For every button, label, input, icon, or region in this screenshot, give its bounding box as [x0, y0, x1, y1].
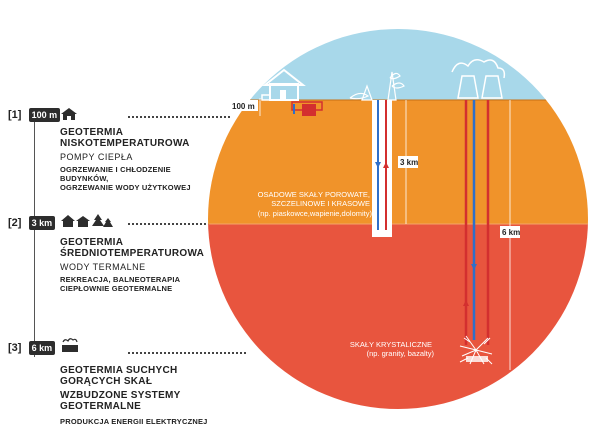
level-3-marker: [3] 6 km: [8, 341, 56, 355]
level-1-text: GEOTERMIA NISKOTEMPERATUROWA POMPY CIEPŁ…: [60, 127, 191, 192]
level-3-text: GEOTERMIA SUCHYCH GORĄCYCH SKAŁ WZBUDZON…: [60, 365, 208, 426]
level-3-number: [3]: [8, 342, 22, 354]
level-2-subtitle: WODY TERMALNE: [60, 262, 146, 272]
crystalline-layer: [208, 224, 588, 409]
sediment-label-2: SZCZELINOWE I KRASOWE: [271, 199, 370, 208]
level-1-depth-badge: 100 m: [28, 108, 61, 122]
level-3-depth-badge: 6 km: [28, 341, 56, 355]
crystalline-label-2: (np. granity, bazalty): [367, 349, 435, 358]
level-2-description: REKREACJA, BALNEOTERAPIA CIEPŁOWNIE GEOT…: [60, 275, 181, 293]
sediment-label-1: OSADOWE SKAŁY POROWATE,: [258, 190, 370, 199]
label-3km: 3 km: [400, 158, 418, 167]
crystalline-label-1: SKAŁY KRYSTALICZNE: [350, 340, 432, 349]
level-1-description: OGRZEWANIE I CHŁODZENIE BUDYNKÓW, OGRZEW…: [60, 165, 191, 192]
level-1-subtitle: POMPY CIEPŁA: [60, 152, 133, 162]
label-100m: 100 m: [232, 102, 255, 111]
buildings-trees-icon: [61, 214, 113, 227]
depth-axis: [34, 112, 35, 357]
level-2-leader: [128, 223, 246, 225]
heat-pump-loop: [230, 100, 323, 116]
level-2-title: GEOTERMIA ŚREDNIOTEMPERATUROWA: [60, 237, 205, 259]
house-icon: [61, 108, 77, 120]
power-plant-icon: [62, 338, 78, 352]
level-2-marker: [2] 3 km: [8, 216, 56, 230]
level-1-number: [1]: [8, 109, 22, 121]
sediment-label-3: (np. piaskowce,wapienie,dolomity): [258, 209, 373, 218]
level-2-depth-badge: 3 km: [28, 216, 56, 230]
level-3-leader: [128, 352, 246, 354]
level-3-title: GEOTERMIA SUCHYCH GORĄCYCH SKAŁ WZBUDZON…: [60, 365, 181, 412]
level-3-description: PRODUKCJA ENERGII ELEKTRYCZNEJ: [60, 417, 208, 426]
label-6km: 6 km: [502, 228, 520, 237]
level-1-marker: [1] 100 m: [8, 108, 61, 122]
power-plant-illustration: [451, 59, 506, 99]
level-1-title: GEOTERMIA NISKOTEMPERATUROWA: [60, 127, 190, 149]
medium-well-shaft: [372, 100, 392, 237]
house-illustration: [261, 68, 306, 101]
level-2-text: GEOTERMIA ŚREDNIOTEMPERATUROWA WODY TERM…: [60, 237, 204, 293]
level-2-number: [2]: [8, 217, 22, 229]
level-1-leader: [128, 116, 230, 118]
